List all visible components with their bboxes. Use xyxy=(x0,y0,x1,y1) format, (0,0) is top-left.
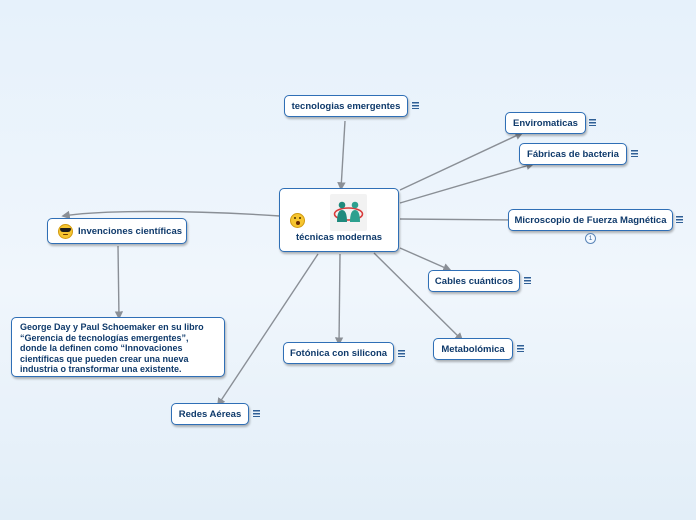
connector-redes xyxy=(217,253,319,407)
node-label: Metabolómica xyxy=(441,343,505,355)
node-label: George Day y Paul Schoemaker en su libro… xyxy=(20,322,204,374)
connector-microscopio xyxy=(399,215,517,225)
note-icon[interactable] xyxy=(631,150,638,157)
node-invenciones-cientificas[interactable]: Invenciones científicas xyxy=(47,218,187,244)
note-icon[interactable] xyxy=(253,410,260,417)
node-fabricas-de-bacteria[interactable]: Fábricas de bacteria xyxy=(519,143,627,165)
surprised-emoji-icon xyxy=(290,213,305,228)
node-tecnologias-emergentes[interactable]: tecnologias emergentes xyxy=(284,95,408,117)
note-icon[interactable] xyxy=(412,102,419,109)
note-icon[interactable] xyxy=(589,119,596,126)
node-redes-aereas[interactable]: Redes Aéreas xyxy=(171,403,249,425)
people-exchange-icon xyxy=(330,194,367,231)
note-icon[interactable] xyxy=(517,345,524,352)
node-metabolomica[interactable]: Metabolómica xyxy=(433,338,513,360)
link-count-badge[interactable]: 1 xyxy=(585,233,596,244)
node-label: Microscopio de Fuerza Magnética xyxy=(514,214,667,226)
node-label: Invenciones científicas xyxy=(78,225,183,237)
node-label: Cables cuánticos xyxy=(434,275,514,287)
central-node-label: técnicas modernas xyxy=(295,232,383,243)
node-cables-cuanticos[interactable]: Cables cuánticos xyxy=(428,270,520,292)
node-enviromaticas[interactable]: Enviromaticas xyxy=(505,112,586,134)
node-label: Redes Aéreas xyxy=(178,408,242,420)
connector-fotonica xyxy=(334,253,344,346)
node-label: tecnologias emergentes xyxy=(291,100,401,112)
node-microscopio-fuerza-magnetica[interactable]: Microscopio de Fuerza Magnética xyxy=(508,209,673,231)
connector-george xyxy=(114,245,124,320)
connector-fabricas xyxy=(399,161,535,204)
note-icon[interactable] xyxy=(398,350,405,357)
node-fotonica-con-silicona[interactable]: Fotónica con silicona xyxy=(283,342,394,364)
node-label: Enviromaticas xyxy=(513,117,578,129)
connector-cables xyxy=(399,247,452,272)
connector-enviromaticas xyxy=(399,132,524,191)
node-label: Fábricas de bacteria xyxy=(527,148,619,160)
note-icon[interactable] xyxy=(524,277,531,284)
connector-metabolomica xyxy=(373,252,464,342)
node-george-day-definition[interactable]: George Day y Paul Schoemaker en su libro… xyxy=(11,317,225,377)
connector-tecnologias xyxy=(337,120,346,191)
note-icon[interactable] xyxy=(676,216,683,223)
sunglasses-emoji-icon xyxy=(58,223,73,239)
connector-invenciones xyxy=(61,210,281,220)
node-label: Fotónica con silicona xyxy=(289,347,388,359)
